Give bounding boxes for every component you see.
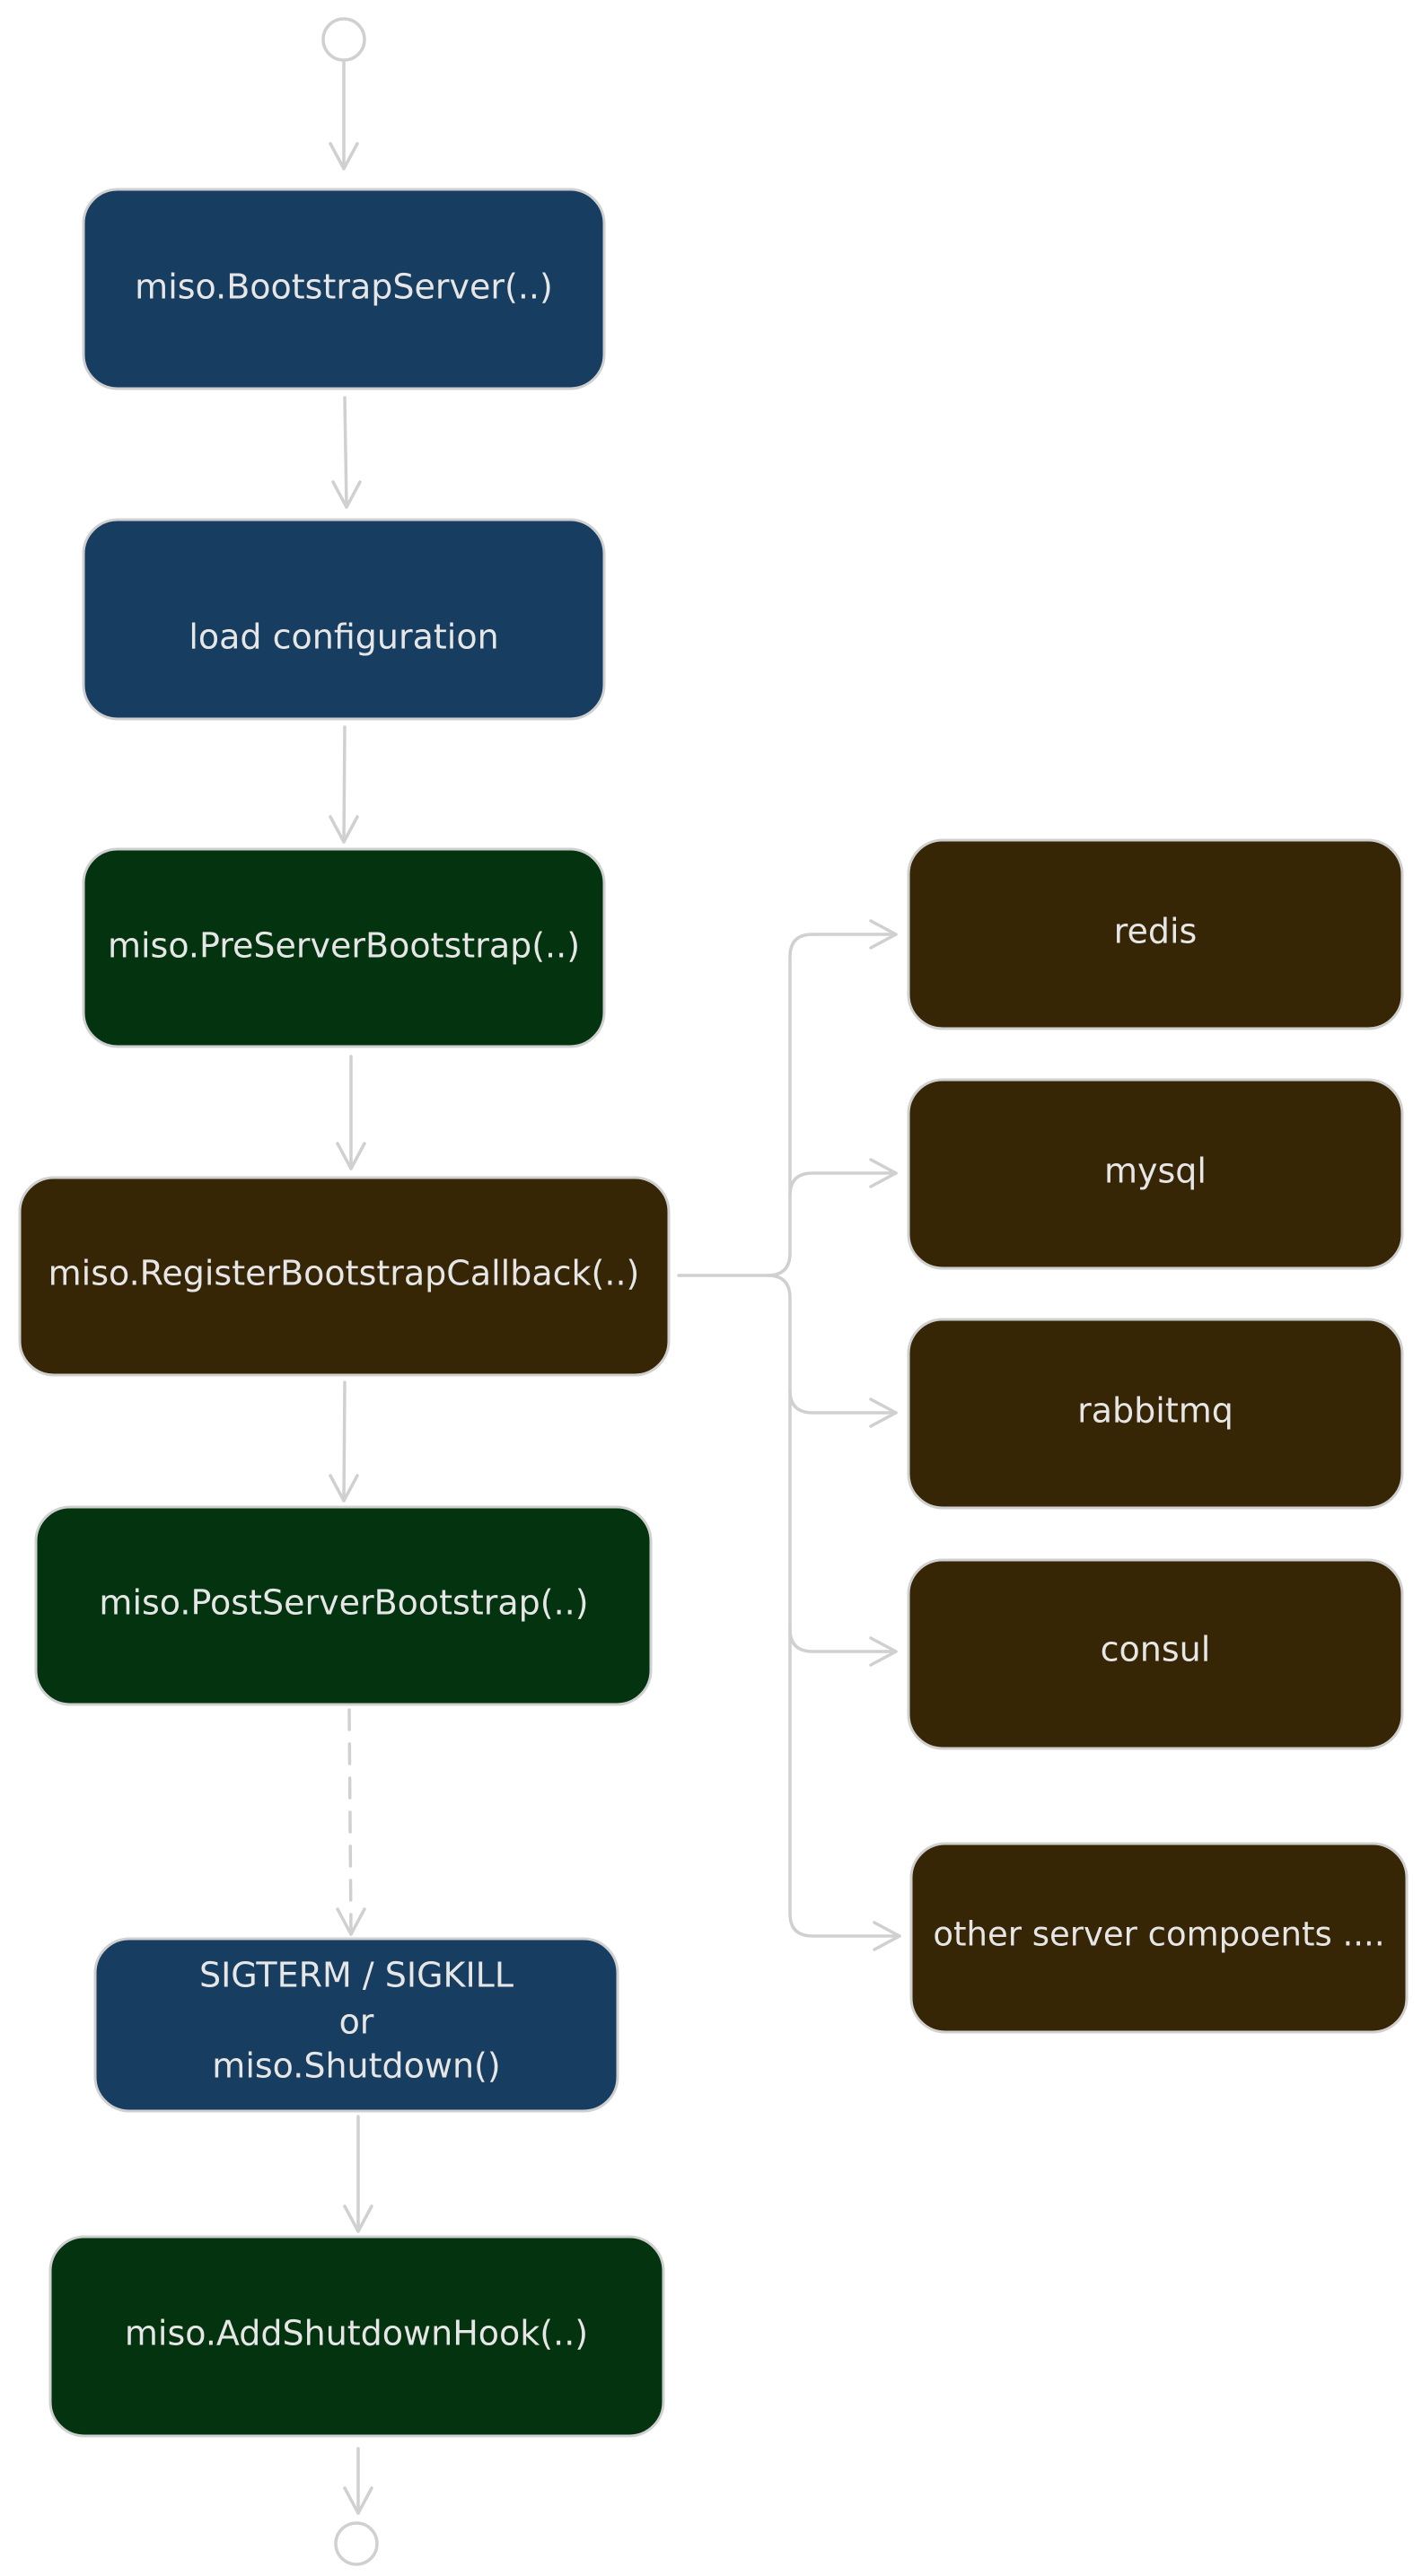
node-post-server-bootstrap: miso.PostServerBootstrap(..) xyxy=(34,1505,653,1706)
arrowhead-icon xyxy=(329,1474,359,1503)
node-label: miso.RegisterBootstrapCallback(..) xyxy=(48,1254,640,1293)
node-label-line-3: miso.Shutdown() xyxy=(212,2046,500,2086)
arrowhead-icon xyxy=(869,1158,898,1188)
node-pre-server-bootstrap: miso.PreServerBootstrap(..) xyxy=(82,847,606,1048)
node-box xyxy=(907,1078,1404,1270)
node-box xyxy=(82,518,606,721)
node-box xyxy=(907,838,1404,1030)
node-box xyxy=(18,1176,671,1377)
node-box xyxy=(93,1937,619,2113)
node-label: rabbitmq xyxy=(1077,1391,1233,1431)
node-consul: consul xyxy=(907,1558,1404,1750)
node-label: miso.BootstrapServer(..) xyxy=(135,267,553,307)
arrowhead-icon xyxy=(336,1142,366,1170)
node-rabbitmq: rabbitmq xyxy=(907,1318,1404,1510)
edge-register-callback-to-other-components xyxy=(788,1627,901,1938)
node-box xyxy=(34,1505,653,1706)
node-label: miso.PreServerBootstrap(..) xyxy=(108,926,580,966)
edge-register-callback-to-rabbitmq xyxy=(766,1274,898,1415)
edge-post-server-bootstrap-to-shutdown-trigger xyxy=(347,1708,353,1936)
node-box xyxy=(907,1558,1404,1750)
node-label-line-1: SIGTERM / SIGKILL xyxy=(199,1956,514,1995)
edge-register-callback-trunk xyxy=(677,933,898,1277)
node-box xyxy=(48,2235,665,2438)
arrowhead-icon xyxy=(329,142,359,171)
node-label: mysql xyxy=(1104,1152,1207,1191)
node-shutdown-trigger: SIGTERM / SIGKILL or miso.Shutdown() xyxy=(93,1937,619,2113)
node-redis: redis xyxy=(907,838,1404,1030)
node-mysql: mysql xyxy=(907,1078,1404,1270)
edge-load-configuration-to-pre-server-bootstrap xyxy=(342,725,347,844)
node-label: miso.PostServerBootstrap(..) xyxy=(99,1583,588,1623)
arrowhead-icon xyxy=(343,2204,373,2233)
arrowhead-icon xyxy=(869,919,898,950)
node-label-line-2: or xyxy=(339,2002,374,2042)
start-node xyxy=(321,17,366,62)
edge-register-callback-to-post-server-bootstrap xyxy=(342,1380,347,1503)
node-label: other server compoents .... xyxy=(933,1915,1384,1954)
node-bootstrap-server: miso.BootstrapServer(..) xyxy=(82,188,606,390)
node-label: miso.AddShutdownHook(..) xyxy=(125,2314,588,2353)
node-register-bootstrap-callback: miso.RegisterBootstrapCallback(..) xyxy=(18,1176,671,1377)
edge-register-callback-to-consul xyxy=(788,1389,898,1653)
edge-bootstrap-server-to-load-configuration xyxy=(343,396,348,509)
node-box xyxy=(82,847,606,1048)
node-box xyxy=(82,188,606,390)
node-box xyxy=(907,1318,1404,1510)
node-label: redis xyxy=(1114,912,1198,951)
node-load-configuration: load configuration xyxy=(82,518,606,721)
edge-register-callback-to-mysql xyxy=(788,1171,898,1197)
node-add-shutdown-hook: miso.AddShutdownHook(..) xyxy=(48,2235,665,2438)
node-box xyxy=(909,1842,1409,2034)
arrowhead-icon xyxy=(343,2486,373,2515)
end-node xyxy=(334,2521,379,2566)
node-label: load configuration xyxy=(189,618,498,657)
arrowhead-icon xyxy=(329,815,359,844)
arrowhead-icon xyxy=(336,1907,366,1936)
arrowhead-icon xyxy=(873,1921,901,1951)
arrowhead-icon xyxy=(869,1398,898,1428)
node-label: consul xyxy=(1101,1630,1211,1669)
edges xyxy=(329,59,901,2515)
arrowhead-icon xyxy=(869,1636,898,1667)
node-other-components: other server compoents .... xyxy=(909,1842,1409,2034)
arrowhead-icon xyxy=(331,480,362,509)
